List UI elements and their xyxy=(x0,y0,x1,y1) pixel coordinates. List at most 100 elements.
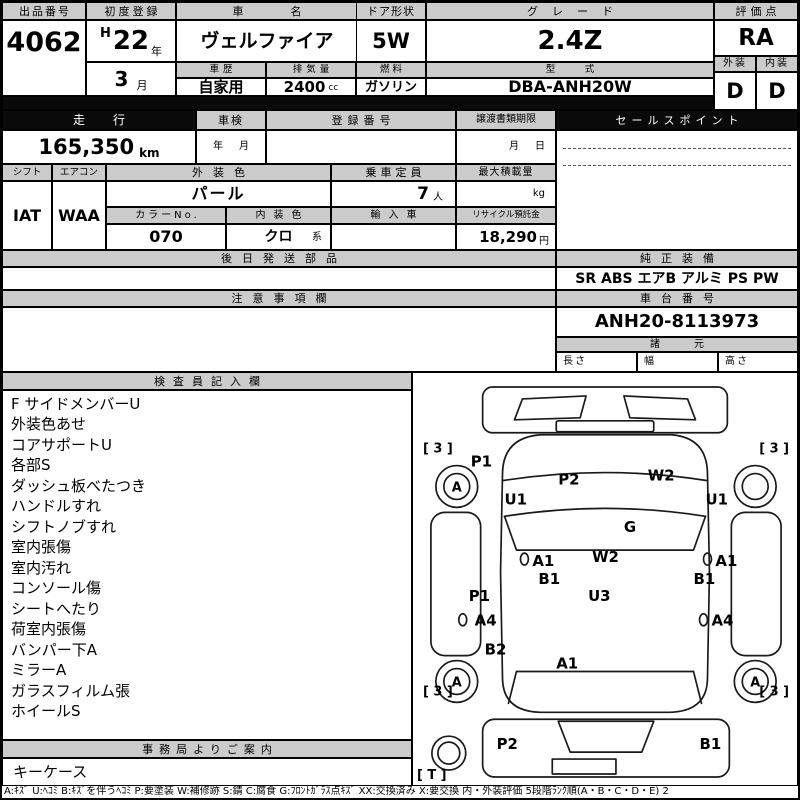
inspection-label: 車検 xyxy=(196,110,266,130)
interior-color-value: クロ 系 xyxy=(226,224,331,250)
header-divider-bar xyxy=(2,96,714,110)
damage-mark-a1-left-door: A1 xyxy=(532,552,554,570)
car-front-view-outline xyxy=(481,386,729,434)
wheel-front-left-rim xyxy=(442,472,471,501)
import-car-label: 輸入車 xyxy=(331,207,456,224)
inspector-item: コアサポートU xyxy=(11,435,112,454)
windshield-top-line xyxy=(503,515,707,551)
hood-line xyxy=(502,471,708,482)
car-diagram-shapes xyxy=(430,386,782,778)
damage-mark-w2-roof: W2 xyxy=(592,548,619,566)
transfer-month-unit: 月 xyxy=(509,141,519,152)
corner-mark-top-right: [ 3 ] xyxy=(759,442,789,457)
spare-tire xyxy=(431,735,467,771)
equipment-value: SR ABS エアB アルミ PS PW xyxy=(556,267,798,290)
exterior-score-value: D xyxy=(714,72,756,110)
aircon-value: WAA xyxy=(52,181,106,250)
wheel-rear-left xyxy=(435,659,479,704)
chassis-number-header: 車台番号 xyxy=(556,290,798,307)
inspector-notes-header: 検査員記入欄 xyxy=(2,372,412,390)
inspector-item: 室内張傷 xyxy=(11,538,72,557)
shift-label: シフト xyxy=(2,164,52,181)
inspection-year-unit: 年 xyxy=(213,141,223,152)
recycle-number: 18,290 xyxy=(479,227,537,246)
exterior-color-label: 外装色 xyxy=(106,164,331,181)
recycle-deposit-label: リサイクル預託金 xyxy=(456,207,556,224)
notes-header: 注意事項欄 xyxy=(2,290,556,307)
car-rear-view-outline xyxy=(481,718,731,778)
aircon-label: エアコン xyxy=(52,164,106,181)
door-shape-value: 5W xyxy=(356,20,426,62)
capacity-value: 7 人 xyxy=(331,181,456,207)
interior-score-label: 内装 xyxy=(756,56,798,72)
interior-color-label: 内装色 xyxy=(226,207,331,224)
legend-line: A:ｷｽﾞ U:ﾍｺﾐ B:ｷｽﾞを伴うﾍｺﾐ P:要塗装 W:補修跡 S:錆 … xyxy=(2,786,798,798)
damage-mark-p1-left-quarter: P1 xyxy=(469,587,490,605)
front-glass-left xyxy=(513,395,587,421)
damage-mark-p2-rear-bumper: P2 xyxy=(497,735,518,753)
mileage-unit: km xyxy=(139,146,160,160)
door-handle-left-rear xyxy=(457,612,468,627)
inspector-item: ホイールS xyxy=(11,702,81,721)
car-diagram: [ 3 ] [ 3 ] P1 P2 W2 U1 U1 A G A1 W2 A1 … xyxy=(417,386,789,783)
damage-mark-b2-rear-left: B2 xyxy=(485,641,507,659)
rear-glass-trapezoid xyxy=(557,720,655,753)
displacement-unit: cc xyxy=(328,83,339,93)
damage-mark-b1-left-door: B1 xyxy=(538,570,560,588)
inspector-item: ダッシュ板べたつき xyxy=(11,476,147,495)
interior-score-value: D xyxy=(756,72,798,110)
inspector-item: バンパー下A xyxy=(11,640,98,659)
sales-point-area xyxy=(556,130,798,250)
damage-mark-a4-left-quarter: A4 xyxy=(475,612,497,630)
color-no-value: 070 xyxy=(106,224,226,250)
spec-length-cell: 長さ xyxy=(556,352,637,372)
door-shape-label: ドア形状 xyxy=(356,2,426,20)
car-body-outline xyxy=(499,433,711,714)
era-letter: H xyxy=(99,26,111,41)
damage-mark-p2-hood: P2 xyxy=(558,470,579,488)
lot-number-label: 出品番号 xyxy=(2,2,86,20)
damage-mark-a1-right-door: A1 xyxy=(715,552,737,570)
reg-month: 3 xyxy=(114,67,129,91)
damage-mark-g-windshield: G xyxy=(624,518,636,536)
reg-year-unit: 年 xyxy=(151,45,163,58)
inspector-item: ハンドルすれ xyxy=(11,497,102,516)
first-registration-year: H 22 年 xyxy=(86,20,176,62)
corner-mark-top-left: [ 3 ] xyxy=(423,442,453,457)
reg-month-unit: 月 xyxy=(136,79,148,92)
notes-area xyxy=(2,307,556,372)
equipment-header: 純正装備 xyxy=(556,250,798,267)
exterior-score-label: 外装 xyxy=(714,56,756,72)
displacement-label: 排気量 xyxy=(266,62,356,78)
rear-glass-line xyxy=(507,670,703,705)
left-side-panel xyxy=(430,511,482,657)
wheel-front-right xyxy=(733,464,777,509)
inspector-item: 荷室内張傷 xyxy=(11,620,87,639)
front-plate-bar xyxy=(555,419,655,433)
damage-mark-a1-rear-gate: A1 xyxy=(556,655,578,673)
spec-height-cell: 高さ xyxy=(718,352,798,372)
damage-mark-u3-roof: U3 xyxy=(588,587,610,605)
t-mark: [ T ] xyxy=(417,768,447,783)
wheel-rear-right xyxy=(733,659,777,704)
capacity-label: 乗車定員 xyxy=(331,164,456,181)
lot-number-text: 4062 xyxy=(6,27,82,58)
corner-mark-bottom-right: [ 3 ] xyxy=(759,684,789,699)
corner-mark-bottom-left: [ 3 ] xyxy=(423,684,453,699)
later-parts-area xyxy=(2,267,556,290)
color-no-label: カラーNo. xyxy=(106,207,226,224)
door-handle-left-front xyxy=(519,552,530,566)
inspector-item: 外装色あせ xyxy=(11,415,87,434)
rear-plate-bar xyxy=(551,758,617,775)
wheel-front-right-rim xyxy=(741,472,769,501)
mileage-number: 165,350 xyxy=(38,134,135,159)
spec-header: 諸 元 xyxy=(556,337,798,352)
first-registration-label: 初度登録 xyxy=(86,2,176,20)
capacity-number: 7 xyxy=(417,183,429,204)
model-code-label: 型 式 xyxy=(426,62,714,78)
inspector-item: シートへたり xyxy=(11,599,102,618)
door-handle-right-rear xyxy=(698,612,709,627)
lot-number-value: 4062 xyxy=(2,20,86,96)
damage-mark-u1-left-fender: U1 xyxy=(505,490,527,508)
capacity-unit: 人 xyxy=(433,192,443,203)
